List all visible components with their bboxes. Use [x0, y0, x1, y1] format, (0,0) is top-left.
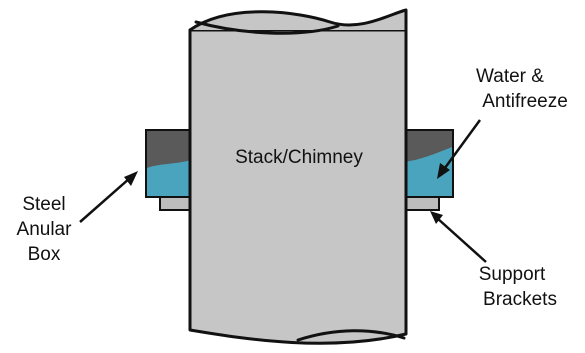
stack-top-edge — [189, 8, 408, 32]
brackets-arrow — [430, 211, 487, 263]
box-label-line1: Steel — [22, 194, 65, 215]
right-water-fill — [404, 147, 452, 196]
left-water-fill — [147, 159, 195, 196]
box-arrow — [79, 171, 138, 223]
stack-label: Stack/Chimney — [235, 147, 363, 168]
left-annular-box — [145, 129, 197, 198]
stack-top-inner-curve — [194, 20, 340, 35]
box-label-line3: Box — [28, 244, 61, 265]
brackets-label-line1: Support — [479, 264, 546, 285]
box-label-line2: Anular — [17, 219, 73, 240]
right-support-bracket — [402, 196, 440, 211]
stack-bottom-inner-curve — [296, 329, 406, 342]
water-label-line1: Water & — [476, 66, 544, 87]
right-annular-box — [402, 129, 454, 198]
brackets-label-line2: Brackets — [483, 289, 557, 310]
water-arrow — [437, 119, 482, 179]
water-label-line2: Antifreeze — [482, 91, 568, 112]
stack-chimney — [188, 28, 408, 345]
